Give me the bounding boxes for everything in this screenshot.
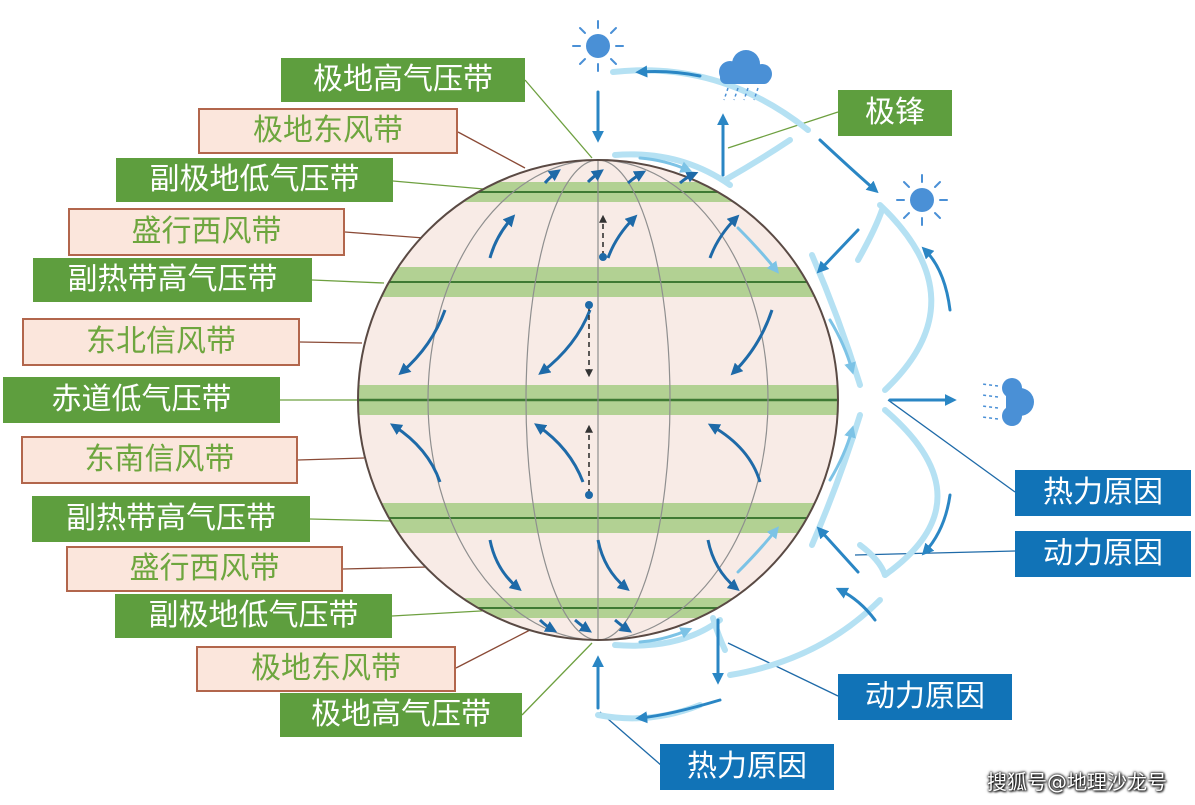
motion-dots [585, 253, 607, 499]
label-thermal-cause-2: 热力原因 [660, 744, 834, 790]
label-subpolar-low-south: 副极地低气压带 [115, 594, 392, 638]
label-dynamic-cause-2: 动力原因 [838, 674, 1012, 720]
label-polar-front: 极锋 [838, 90, 952, 136]
circulation-mid [638, 156, 856, 644]
label-subpolar-low-north: 副极地低气压带 [116, 158, 393, 202]
pressure-bands [358, 160, 838, 640]
label-polar-easterly-north: 极地东风带 [198, 108, 458, 154]
surface-wind-arrows [389, 169, 774, 633]
sun-icon [572, 20, 624, 72]
watermark: 搜狐号@地理沙龙号 [987, 770, 1167, 794]
label-polar-high-north: 极地高气压带 [281, 58, 525, 102]
label-se-trade-wind: 东南信风带 [21, 436, 298, 484]
label-polar-high-south: 极地高气压带 [280, 693, 522, 737]
label-equatorial-low: 赤道低气压带 [3, 377, 280, 423]
cloud-rain-icon [981, 378, 1034, 426]
meridians [427, 160, 769, 640]
label-subtropical-high-north: 副热带高气压带 [33, 258, 312, 302]
cloud-rain-icon [719, 50, 772, 101]
vertical-motion-arrows [585, 214, 607, 494]
circulation-dark [592, 65, 957, 724]
label-thermal-cause-1: 热力原因 [1015, 470, 1191, 516]
globe [357, 159, 839, 641]
leader-lines [280, 79, 1016, 767]
label-ne-trade-wind: 东北信风带 [22, 318, 300, 366]
label-westerly-south: 盛行西风带 [66, 546, 343, 592]
label-dynamic-cause-1: 动力原因 [1015, 531, 1191, 577]
label-westerly-north: 盛行西风带 [68, 208, 345, 256]
label-polar-easterly-south: 极地东风带 [196, 646, 456, 692]
sun-icon [896, 174, 948, 226]
label-subtropical-high-south: 副热带高气压带 [32, 496, 310, 542]
